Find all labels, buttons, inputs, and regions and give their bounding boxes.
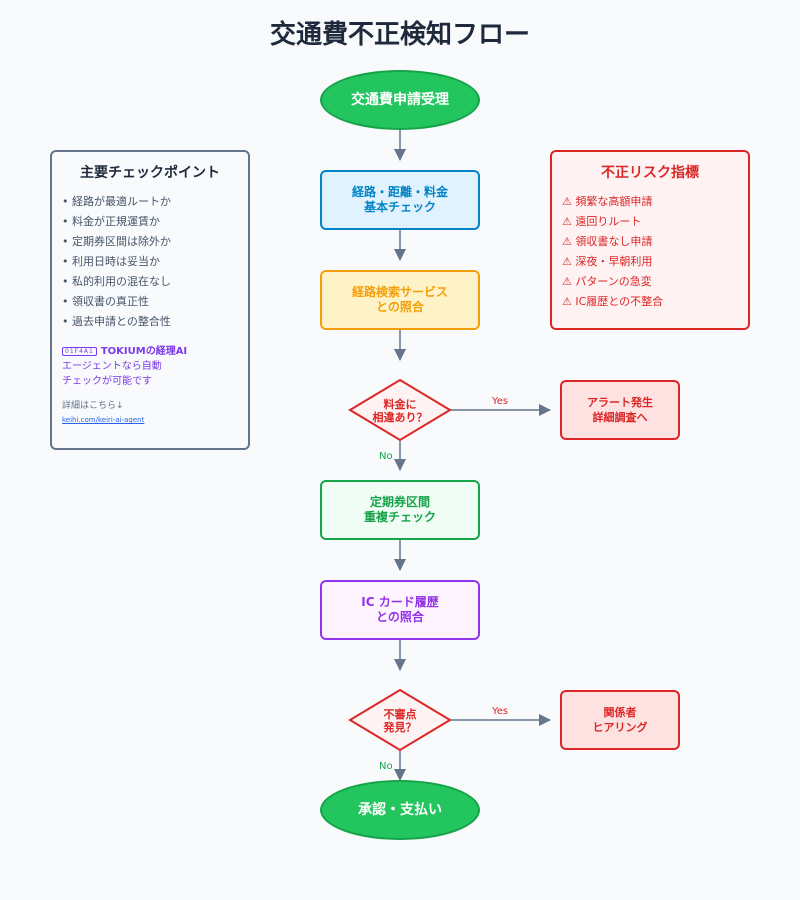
checkpoint-item: • 領収書の真正性	[62, 295, 149, 308]
promo-line-3: チェックが可能です	[62, 376, 152, 387]
risk-indicators-list: ⚠ 頻繁な高額申請 ⚠ 遠回りルート ⚠ 領収書なし申請 ⚠ 深夜・早朝利用 ⚠…	[562, 192, 738, 312]
commuter-check-step: 定期券区間 重複チェック	[320, 480, 480, 540]
basic-check-label: 経路・距離・料金 基本チェック	[351, 185, 448, 214]
risk-item: ⚠ パターンの急変	[562, 275, 652, 288]
ic-check-step: IC カード履歴 との照合	[320, 580, 480, 640]
risk-item: ⚠ IC履歴との不整合	[562, 295, 664, 308]
commuter-check-label: 定期券区間 重複チェック	[363, 495, 436, 524]
more-info-text: 詳細はこちら↓	[62, 401, 124, 411]
alert-node: アラート発生 詳細調査へ	[560, 380, 680, 440]
risk-item: ⚠ 遠回りルート	[562, 215, 642, 228]
edge-label-no-1: No	[379, 451, 393, 462]
risk-indicators-panel: 不正リスク指標 ⚠ 頻繁な高額申請 ⚠ 遠回りルート ⚠ 領収書なし申請 ⚠ 深…	[550, 150, 750, 330]
checkpoint-item: • 経路が最適ルートか	[62, 195, 171, 208]
page-title: 交通費不正検知フロー	[269, 20, 530, 50]
end-node: 承認・支払い	[320, 780, 480, 840]
edge-label-no-2: No	[379, 761, 393, 772]
checkpoints-list: • 経路が最適ルートか • 料金が正規運賃か • 定期券区間は除外か • 利用日…	[62, 192, 238, 332]
basic-check-step: 経路・距離・料金 基本チェック	[320, 170, 480, 230]
route-search-step: 経路検索サービス との照合	[320, 270, 480, 330]
decision-mismatch-label: 不審点 発見？	[383, 708, 417, 734]
risk-item: ⚠ 頻繁な高額申請	[562, 195, 653, 208]
promo-line-2: エージェントなら自動	[62, 361, 162, 372]
risk-indicators-title: 不正リスク指標	[601, 165, 699, 181]
edge-label-yes-2: Yes	[492, 706, 509, 717]
route-search-label: 経路検索サービス との照合	[351, 285, 448, 314]
edge-label-yes-1: Yes	[492, 396, 509, 407]
checkpoint-item: • 料金が正規運賃か	[62, 215, 160, 228]
decision-mismatch-diamond	[348, 688, 452, 752]
ic-check-label: IC カード履歴 との照合	[361, 595, 439, 624]
checkpoint-item: • 過去申請との整合性	[62, 315, 171, 328]
promo-badge: 01F4A1	[62, 346, 97, 356]
promo-brand: TOKIUMの経理AI	[100, 346, 188, 357]
start-node: 交通費申請受理	[320, 70, 480, 130]
checkpoints-panel: 主要チェックポイント • 経路が最適ルートか • 料金が正規運賃か • 定期券区…	[50, 150, 250, 450]
risk-item: ⚠ 深夜・早朝利用	[562, 255, 653, 268]
start-node-label: 交通費申請受理	[351, 91, 449, 108]
checkpoints-title: 主要チェックポイント	[80, 165, 220, 181]
decision-fare-label: 料金に 相違あり？	[372, 398, 428, 424]
more-info-link[interactable]: keihi.com/keiri-ai-agent	[62, 416, 145, 424]
hearing-node: 関係者 ヒアリング	[560, 690, 680, 750]
end-node-label: 承認・支払い	[358, 801, 442, 818]
decision-fare-diamond	[348, 378, 452, 442]
checkpoint-item: • 私的利用の混在なし	[62, 275, 171, 288]
alert-label: アラート発生 詳細調査へ	[587, 396, 653, 424]
checkpoint-item: • 定期券区間は除外か	[62, 235, 171, 248]
hearing-label: 関係者 ヒアリング	[592, 706, 648, 734]
checkpoint-item: • 利用日時は妥当か	[62, 255, 160, 268]
risk-item: ⚠ 領収書なし申請	[562, 235, 653, 248]
